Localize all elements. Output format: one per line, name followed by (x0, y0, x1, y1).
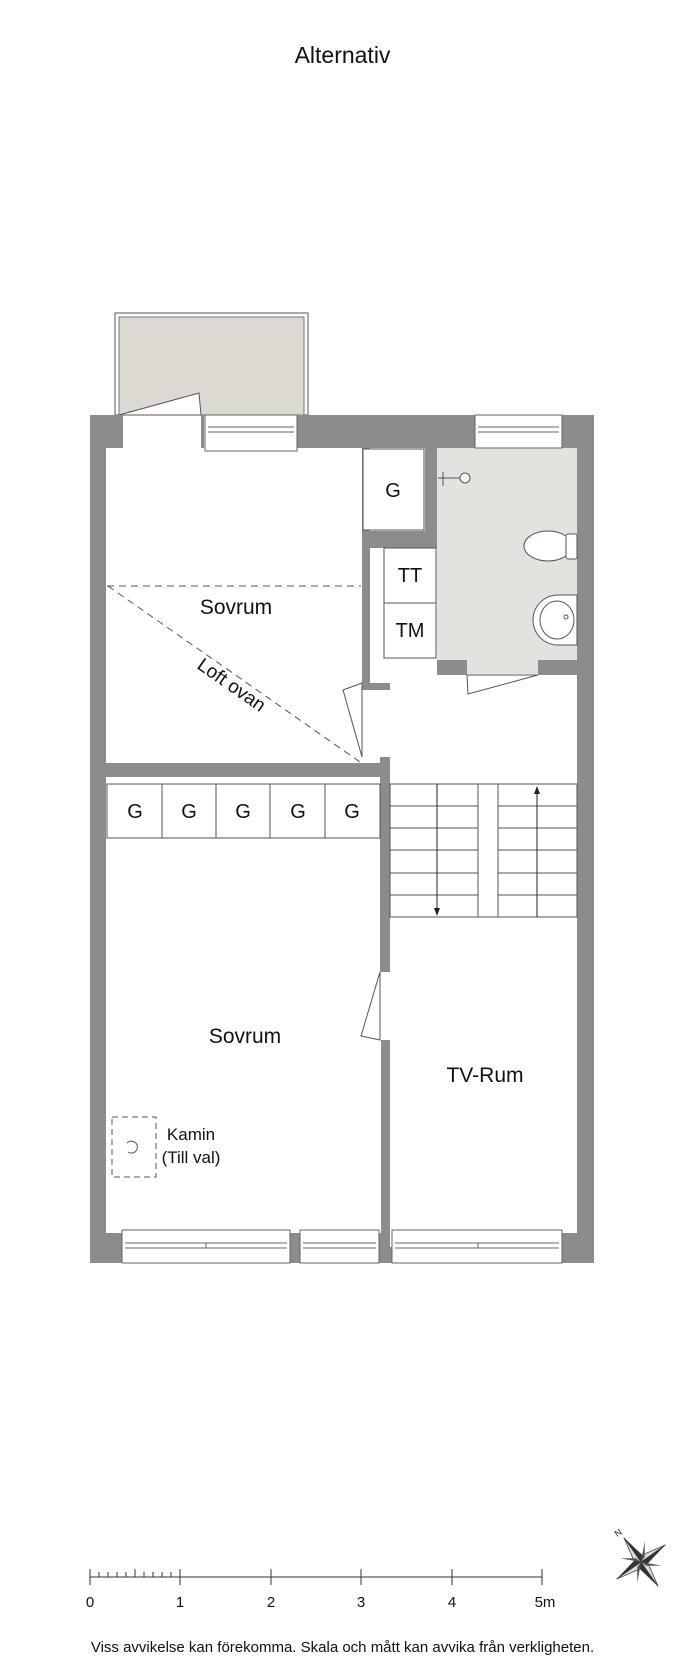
fireplace-icon (111, 1116, 157, 1178)
disclaimer: Viss avvikelse kan förekomma. Skala och … (90, 1639, 595, 1656)
plan-title: Alternativ (294, 42, 391, 68)
room-label-tv-rum: TV-Rum (446, 1064, 523, 1087)
closet-label-tm: TM (396, 620, 425, 642)
doors (342, 682, 381, 1041)
scale-label: 0 (86, 1594, 94, 1611)
scale-label: 2 (267, 1594, 275, 1611)
compass-icon: N (613, 1527, 666, 1587)
sink-icon (532, 594, 578, 646)
windows (121, 414, 563, 1264)
scale-label: 5m (535, 1594, 556, 1611)
kamin-label: Kamin (167, 1125, 215, 1144)
scale-label: 4 (448, 1594, 456, 1611)
wardrobe-label: G (181, 801, 197, 823)
room-label-sovrum-upper: Sovrum (200, 596, 272, 619)
compass-label: N (613, 1527, 624, 1539)
wardrobe-label: G (344, 801, 360, 823)
room-label-sovrum-lower: Sovrum (209, 1025, 281, 1048)
interior-walls (106, 448, 577, 1247)
wardrobe-label: G (235, 801, 251, 823)
toilet-icon (523, 530, 578, 562)
scale-label: 3 (357, 1594, 365, 1611)
wardrobes (106, 783, 381, 839)
bathroom (437, 448, 578, 695)
balcony (114, 312, 309, 416)
staircase[interactable] (389, 783, 578, 918)
closet-label-g: G (385, 480, 401, 502)
wardrobe-label: G (290, 801, 306, 823)
scale-label: 1 (176, 1594, 184, 1611)
closets (362, 448, 437, 659)
closet-label-tt: TT (398, 565, 422, 587)
kamin-sublabel: (Till val) (162, 1148, 221, 1167)
scale-bar (89, 1569, 543, 1585)
wardrobe-label: G (127, 801, 143, 823)
loft-outline (107, 585, 361, 763)
room-label-loft: Loft ovan (193, 654, 269, 716)
shower-icon (438, 472, 471, 486)
